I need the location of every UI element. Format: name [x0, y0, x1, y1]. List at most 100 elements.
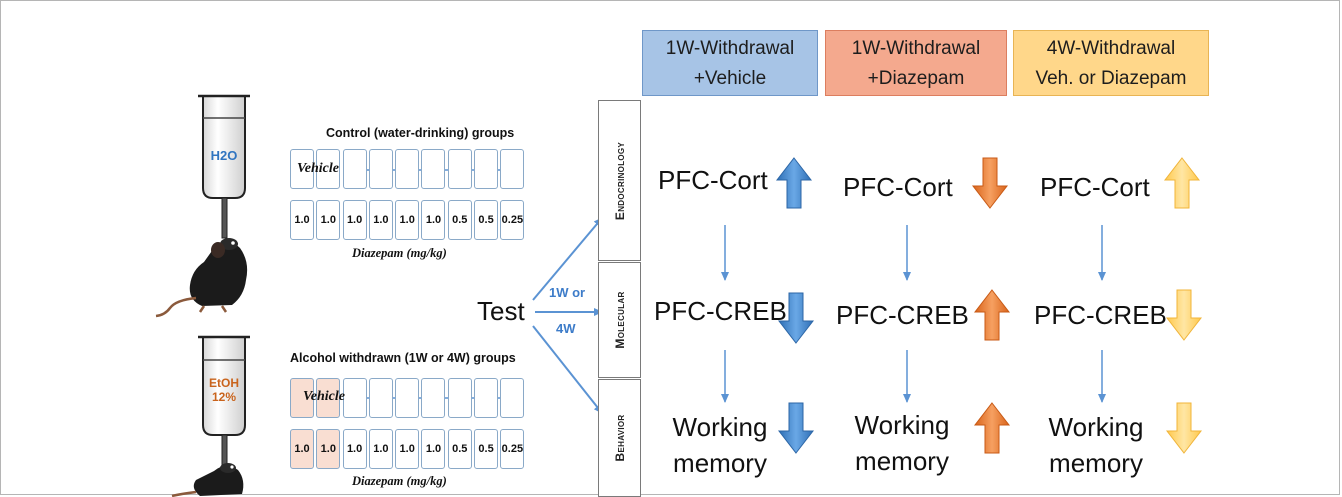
vehicle-cell [500, 378, 525, 418]
vehicle-cell [316, 378, 341, 418]
vehicle-cell [368, 149, 393, 189]
dose-cell: 1.0 [395, 200, 420, 240]
mouse-icon [155, 238, 248, 318]
vehicle-cell [290, 378, 314, 418]
pfc-creb-label: PFC-CREB [654, 296, 787, 326]
pfc-creb-label: PFC-CREB [1034, 300, 1167, 330]
dose-cell: 1.0 [316, 429, 341, 469]
route-label: 4W [556, 321, 576, 336]
vehicle-cell [342, 378, 367, 418]
arrow-down-icon [1165, 289, 1203, 341]
header-1w-vehicle: 1W-Withdrawal +Vehicle [642, 30, 818, 96]
category-behavior: Behavior [598, 379, 641, 497]
vehicle-cell [395, 149, 420, 189]
dose-cell: 0.5 [447, 429, 472, 469]
pfc-cort-label: PFC-Cort [843, 172, 953, 202]
wm-line: memory [673, 448, 767, 478]
dose-cell: 1.0 [290, 429, 314, 469]
vehicle-cell [500, 149, 525, 189]
header-line: Veh. or Diazepam [1035, 68, 1187, 89]
dose-cell: 0.25 [500, 429, 525, 469]
header-1w-diazepam: 1W-Withdrawal +Diazepam [825, 30, 1007, 96]
etoh-label: EtOH 12% [205, 376, 243, 404]
dose-cell: 1.0 [290, 200, 314, 240]
vehicle-cell [395, 378, 420, 418]
header-4w-withdrawal: 4W-Withdrawal Veh. or Diazepam [1013, 30, 1209, 96]
vehicle-cell [368, 378, 393, 418]
arrow-down-icon [1165, 402, 1203, 454]
header-line: +Diazepam [867, 68, 965, 89]
vehicle-cell [290, 149, 314, 189]
dose-cell: 1.0 [342, 200, 367, 240]
branch-arrow-behavior [532, 325, 603, 414]
dose-cell: 0.5 [447, 200, 472, 240]
etoh-label-line: 12% [211, 390, 237, 404]
vehicle-cell [474, 149, 499, 189]
working-memory-label: Working memory [1040, 409, 1152, 481]
dose-cell: 1.0 [342, 429, 367, 469]
category-label: Molecular [612, 291, 627, 349]
branch-arrow-endocrinology [532, 217, 603, 301]
etoh-label-line: EtOH [209, 376, 239, 390]
arrow-down-icon [971, 157, 1009, 209]
header-line: 1W-Withdrawal [665, 38, 795, 59]
ethanol-bottle-icon [198, 335, 250, 470]
arrow-up-icon [973, 289, 1011, 341]
dose-cell: 1.0 [421, 429, 446, 469]
vehicle-cell [447, 378, 472, 418]
h2o-label: H2O [210, 148, 238, 163]
mouse-icon [171, 463, 244, 497]
arrow-up-icon [1163, 157, 1201, 209]
dose-cell: 1.0 [395, 429, 420, 469]
vehicle-cell [316, 149, 341, 189]
dose-cell: 1.0 [368, 200, 393, 240]
vehicle-cell [421, 149, 446, 189]
category-endocrinology: Endocrinology [598, 100, 641, 261]
working-memory-label: Working memory [846, 407, 958, 479]
arrow-down-icon [777, 402, 815, 454]
pfc-cort-label: PFC-Cort [658, 165, 768, 195]
header-line: 4W-Withdrawal [1046, 38, 1176, 59]
wm-line: Working [854, 410, 950, 440]
water-bottle-icon [198, 94, 250, 239]
vehicle-cell [447, 149, 472, 189]
category-molecular: Molecular [598, 262, 641, 378]
category-label: Endocrinology [612, 141, 627, 220]
control-dose-caption: Diazepam (mg/kg) [352, 246, 447, 260]
arrow-down-icon [777, 292, 815, 344]
working-memory-label: Working memory [664, 409, 776, 481]
route-label: 1W or [549, 285, 586, 300]
control-vehicle-label: Vehicle [297, 161, 339, 176]
connector-arrows [721, 225, 1106, 403]
alcohol-vehicle-label: Vehicle [303, 389, 345, 404]
vehicle-cell [474, 378, 499, 418]
dose-cell: 1.0 [316, 200, 341, 240]
wm-line: memory [1049, 448, 1143, 478]
wm-line: Working [1048, 412, 1144, 442]
dose-cell: 0.5 [474, 429, 499, 469]
vehicle-cell [421, 378, 446, 418]
alcohol-dose-caption: Diazepam (mg/kg) [352, 474, 447, 488]
alcohol-group-title: Alcohol withdrawn (1W or 4W) groups [290, 351, 516, 365]
category-label: Behavior [612, 414, 627, 462]
test-label: Test [477, 296, 525, 326]
vehicle-cell [342, 149, 367, 189]
dose-cell: 1.0 [368, 429, 393, 469]
control-group-title: Control (water-drinking) groups [326, 126, 515, 140]
pfc-creb-label: PFC-CREB [836, 300, 969, 330]
control-vehicle-row [290, 149, 527, 189]
dose-cell: 0.5 [474, 200, 499, 240]
wm-line: Working [672, 412, 768, 442]
header-line: 1W-Withdrawal [851, 38, 981, 59]
alcohol-vehicle-row [290, 378, 527, 418]
header-line: +Vehicle [693, 68, 767, 89]
dose-cell: 1.0 [421, 200, 446, 240]
arrow-up-icon [973, 402, 1011, 454]
arrow-up-icon [775, 157, 813, 209]
wm-line: memory [855, 446, 949, 476]
